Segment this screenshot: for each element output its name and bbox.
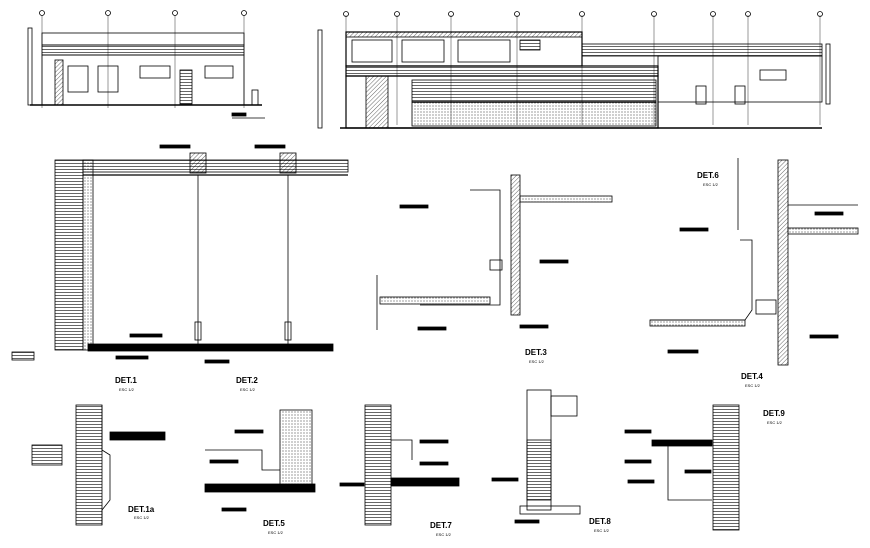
detail-title: DET.9: [763, 409, 785, 418]
detail-scale: ESC 1/2: [767, 420, 782, 425]
detail-8-drawing: [491, 389, 581, 524]
axis-bubbles-left: [39, 10, 247, 16]
detail-title: DET.4: [741, 372, 763, 381]
axis-bubbles-right: [343, 11, 823, 17]
detail-7-drawing: [339, 404, 460, 526]
detail-scale: ESC 1/2: [268, 530, 283, 535]
detail-scale: ESC 1/2: [529, 359, 544, 364]
section-elevation-right: [317, 11, 831, 129]
detail-1a-drawing: [31, 404, 166, 526]
detail-9-drawing: [624, 404, 740, 531]
detail-title: DET.1: [115, 376, 137, 385]
detail-scale: ESC 1/2: [240, 387, 255, 392]
detail-1-2-drawing: [11, 144, 349, 364]
detail-scale: ESC 1/2: [119, 387, 134, 392]
detail-title: DET.2: [236, 376, 258, 385]
detail-title: DET.3: [525, 348, 547, 357]
detail-5-drawing: [204, 409, 316, 512]
detail-scale: ESC 1/2: [594, 528, 609, 533]
detail-scale: ESC 1/2: [436, 532, 451, 537]
detail-title: DET.6: [697, 171, 719, 180]
grid-axes-left: [41, 15, 245, 108]
detail-scale: ESC 1/2: [134, 515, 149, 520]
detail-title: DET.8: [589, 517, 611, 526]
detail-scale: ESC 1/2: [703, 182, 718, 187]
detail-3-drawing: [376, 174, 613, 331]
detail-title: DET.1a: [128, 505, 155, 514]
detail-scale: ESC 1/2: [745, 383, 760, 388]
detail-title: DET.5: [263, 519, 285, 528]
section-elevation-left: [27, 10, 265, 119]
detail-4-6-drawing: [649, 158, 859, 366]
detail-title: DET.7: [430, 521, 452, 530]
